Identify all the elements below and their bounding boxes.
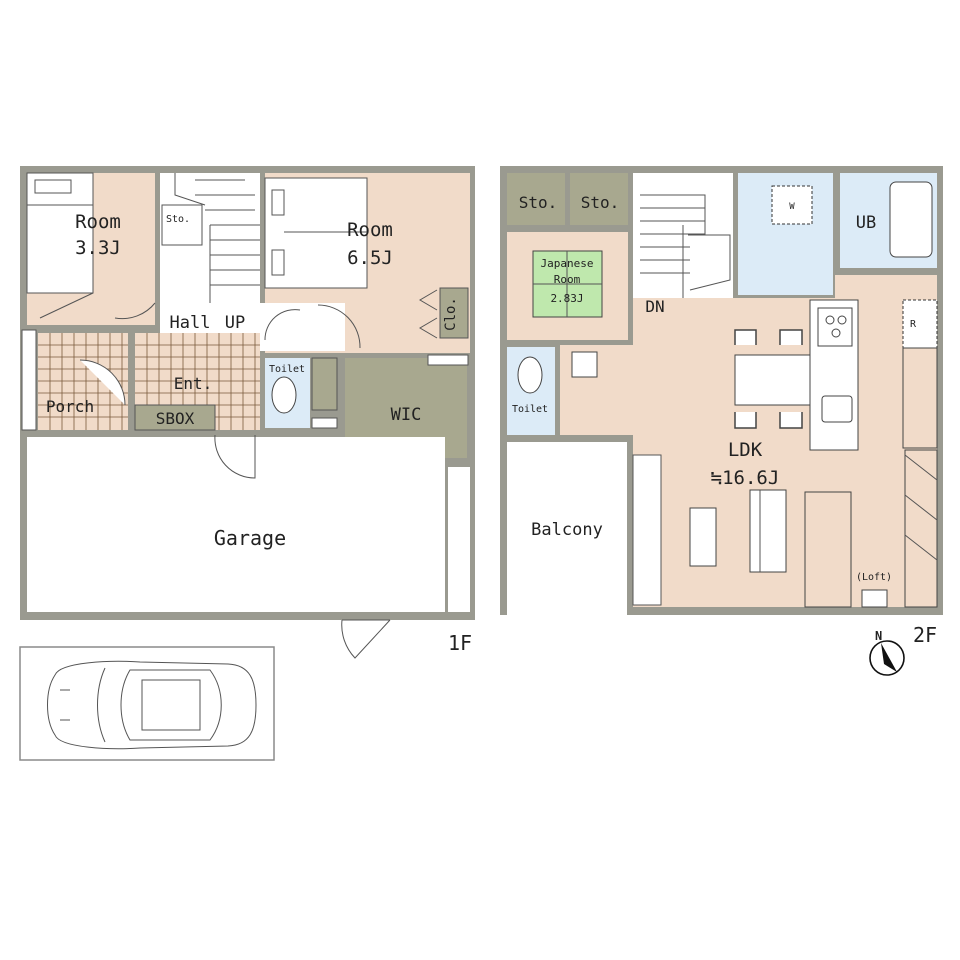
japanese-room-line1: Japanese — [541, 257, 594, 270]
washer-icon — [771, 185, 813, 225]
shoe-box — [134, 404, 216, 431]
stairs-down-label: DN — [645, 297, 664, 316]
first-floor-labels: Room 3.3J Sto. Room 6.5J Hall UP Clo. To… — [46, 211, 472, 655]
stove-icon — [817, 307, 853, 347]
storage-2f-2 — [570, 173, 628, 225]
room-small-name: Room — [75, 211, 121, 233]
balcony-label: Balcony — [531, 520, 603, 540]
storage-small-label: Sto. — [166, 214, 190, 225]
pillow-icon — [34, 179, 72, 194]
sink-icon — [821, 395, 853, 423]
first-floor — [20, 166, 475, 659]
balcony-floor — [507, 442, 627, 615]
dining-table-icon — [734, 354, 811, 406]
room-small-size: 3.3J — [75, 237, 121, 259]
second-floor-labels: Sto. Sto. Japanese Room 2.83J DN W UB R … — [512, 193, 937, 647]
japanese-room-line2: Room — [554, 273, 581, 286]
toilet-2f-label: Toilet — [512, 404, 548, 415]
toilet-1f-label: Toilet — [269, 364, 305, 375]
entry-door-swing-icon[interactable] — [79, 359, 126, 406]
floor-label-2f: 2F — [913, 623, 937, 647]
garage-label: Garage — [214, 526, 286, 550]
compass-letter: N — [875, 629, 882, 643]
fridge-icon — [902, 299, 938, 349]
loft-ladder-icon — [861, 589, 888, 608]
closet-door-icon — [419, 289, 438, 339]
toilet-icon — [271, 376, 297, 414]
second-floor — [500, 166, 943, 615]
ldk-size: ≒16.6J — [711, 467, 780, 489]
closet-1f — [439, 287, 469, 339]
wic-label: WIC — [391, 405, 422, 425]
entrance-label: Ent. — [174, 374, 213, 393]
washer-label: W — [789, 202, 795, 212]
stairs-up-icon — [174, 173, 260, 303]
bathtub-icon — [889, 181, 933, 258]
loft-ladder-area — [804, 491, 852, 608]
loft-label: (Loft) — [856, 572, 892, 583]
hall-label: Hall — [170, 313, 211, 333]
garage-floor — [27, 437, 445, 612]
chair-icon — [734, 329, 803, 429]
door-swing-icon — [317, 304, 361, 349]
japanese-room-size: 2.83J — [550, 292, 583, 305]
fridge-label: R — [910, 319, 917, 330]
door-swing-icon — [114, 302, 156, 320]
garage-door-swing-icon[interactable] — [214, 434, 256, 479]
stairs-up-label: UP — [225, 313, 245, 333]
toilet-icon — [517, 356, 543, 394]
porch-tile-pattern — [38, 333, 128, 430]
garage-side-door-icon[interactable] — [341, 619, 391, 659]
closet-label: Clo. — [443, 297, 459, 331]
sofa-icon — [749, 489, 787, 573]
room-large-name: Room — [347, 219, 393, 241]
entrance-tile-pattern — [135, 333, 260, 430]
storage-2f-1 — [507, 173, 565, 225]
bath-label: UB — [856, 213, 876, 233]
wash-basin-icon — [571, 351, 598, 378]
porch-label: Porch — [46, 397, 94, 416]
storage-2f-2-label: Sto. — [581, 193, 620, 212]
ldk-name: LDK — [728, 439, 763, 461]
parking-area — [19, 646, 275, 761]
compass-north-icon: N — [869, 629, 905, 676]
floor-label-1f: 1F — [448, 631, 472, 655]
stairs-down-icon — [640, 194, 731, 298]
storage-small — [161, 204, 203, 246]
shoe-box-label: SBOX — [156, 409, 195, 428]
storage-2f-1-label: Sto. — [519, 193, 558, 212]
car-icon — [47, 660, 257, 750]
coffee-table-icon — [689, 507, 717, 567]
room-large-size: 6.5J — [347, 247, 393, 269]
